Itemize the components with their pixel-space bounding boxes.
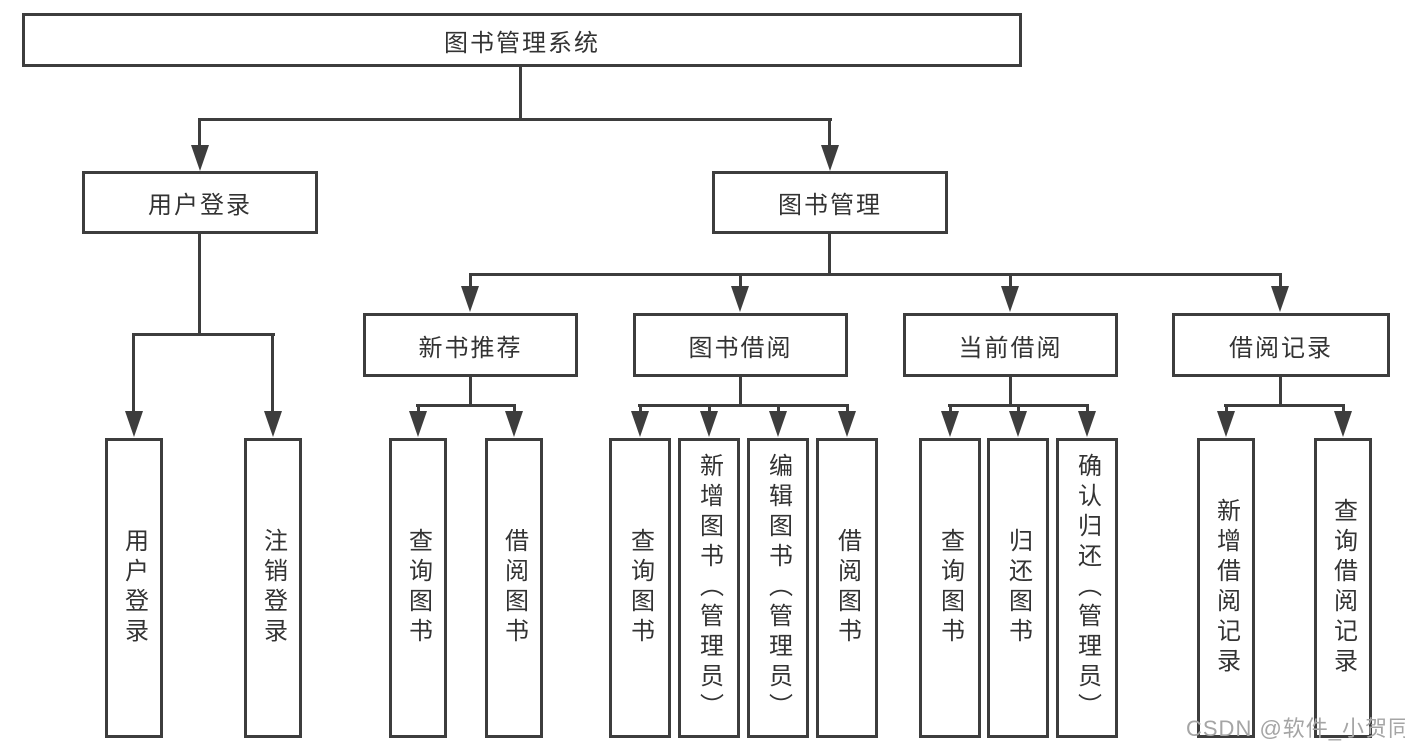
connector-vline [739, 276, 742, 290]
connector-vline [469, 276, 472, 290]
connector-vline [469, 376, 472, 407]
connector-vline [639, 407, 642, 413]
connector-hline [1224, 404, 1345, 407]
connector-vline [1009, 276, 1012, 290]
node-book-management: 图书管理 [712, 171, 948, 234]
arrowhead-down-icon [264, 411, 282, 437]
connector-vline [513, 407, 516, 413]
leaf-borrow-books: 借阅图书 [816, 438, 878, 738]
connector-vline [846, 407, 849, 413]
arrowhead-down-icon [1334, 411, 1352, 437]
arrowhead-down-icon [1001, 286, 1019, 312]
leaf-add-borrow-record: 新增借阅记录 [1197, 438, 1255, 738]
arrowhead-down-icon [125, 411, 143, 437]
leaf-query-borrow-record: 查询借阅记录 [1314, 438, 1372, 738]
node-borrow-record: 借阅记录 [1172, 313, 1390, 377]
connector-vline [1279, 376, 1282, 407]
connector-vline [198, 233, 201, 336]
leaf-add-books-admin: 新增图书（管理员） [678, 438, 740, 738]
connector-vline [739, 376, 742, 407]
connector-vline [1017, 407, 1020, 413]
arrowhead-down-icon [700, 411, 718, 437]
connector-hline [948, 404, 1089, 407]
arrowhead-down-icon [1078, 411, 1096, 437]
leaf-return-books: 归还图书 [987, 438, 1049, 738]
node-user-login: 用户登录 [82, 171, 318, 234]
connector-vline [1009, 376, 1012, 407]
arrowhead-down-icon [191, 145, 209, 171]
connector-hline [416, 404, 516, 407]
leaf-query-books: 查询图书 [919, 438, 981, 738]
watermark: CSDN @软件_小贺同学 [1186, 716, 1405, 741]
connector-vline [519, 66, 522, 120]
arrowhead-down-icon [769, 411, 787, 437]
node-new-book-recommend: 新书推荐 [363, 313, 578, 377]
connector-vline [777, 407, 780, 413]
arrowhead-down-icon [1009, 411, 1027, 437]
leaf-borrow-books: 借阅图书 [485, 438, 543, 738]
connector-vline [271, 336, 274, 412]
connector-hline [132, 333, 275, 336]
arrowhead-down-icon [731, 286, 749, 312]
connector-vline [828, 233, 831, 276]
arrowhead-down-icon [631, 411, 649, 437]
connector-hline [469, 273, 1282, 276]
leaf-logout: 注销登录 [244, 438, 302, 738]
connector-vline [1225, 407, 1228, 413]
connector-hline [638, 404, 849, 407]
leaf-user-login: 用户登录 [105, 438, 163, 738]
arrowhead-down-icon [838, 411, 856, 437]
connector-hline [198, 118, 832, 121]
node-current-borrow: 当前借阅 [903, 313, 1118, 377]
connector-vline [1086, 407, 1089, 413]
node-book-borrow: 图书借阅 [633, 313, 848, 377]
arrowhead-down-icon [941, 411, 959, 437]
connector-vline [708, 407, 711, 413]
connector-vline [949, 407, 952, 413]
connector-vline [417, 407, 420, 413]
leaf-edit-books-admin: 编辑图书（管理员） [747, 438, 809, 738]
connector-vline [1279, 276, 1282, 290]
leaf-query-books: 查询图书 [609, 438, 671, 738]
connector-vline [828, 121, 831, 148]
leaf-query-books: 查询图书 [389, 438, 447, 738]
connector-vline [1342, 407, 1345, 413]
arrowhead-down-icon [505, 411, 523, 437]
connector-vline [198, 121, 201, 148]
arrowhead-down-icon [1217, 411, 1235, 437]
arrowhead-down-icon [461, 286, 479, 312]
arrowhead-down-icon [409, 411, 427, 437]
node-root: 图书管理系统 [22, 13, 1022, 67]
connector-vline [132, 336, 135, 412]
leaf-confirm-return-admin: 确认归还（管理员） [1056, 438, 1118, 738]
arrowhead-down-icon [821, 145, 839, 171]
arrowhead-down-icon [1271, 286, 1289, 312]
